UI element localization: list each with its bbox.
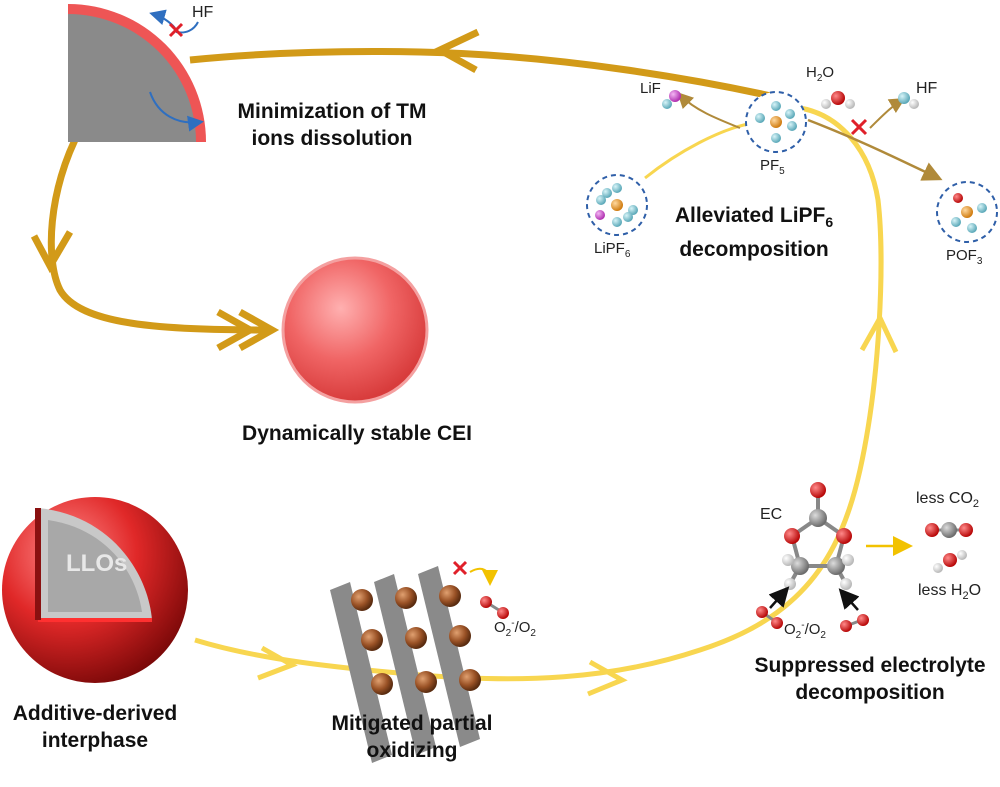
lipf6-to-pf5-path	[644, 122, 749, 180]
o2-ec-b: /O	[804, 621, 821, 638]
suppressed-electrolyte-label: Suppressed electrolyte decomposition	[740, 652, 1000, 706]
chevron-left-double-1	[216, 308, 258, 352]
hf-right-label: HF	[916, 80, 938, 97]
pf5-molecule	[755, 101, 797, 143]
less-h2o-tail: O	[968, 582, 982, 599]
pf5-sub: 5	[779, 166, 785, 177]
suppressed-electrolyte-line2: decomposition	[795, 681, 945, 704]
ec-atoms	[782, 482, 854, 590]
mitigated-oxidizing-label: Mitigated partial oxidizing	[312, 710, 512, 764]
lif-molecule	[662, 90, 681, 109]
llos-label: LLOs	[66, 550, 128, 577]
less-h2o-label: less H2O	[918, 582, 981, 602]
pf5-to-lif-arrow	[677, 92, 741, 129]
tm-dissolution-label: Minimization of TM ions dissolution	[218, 98, 446, 152]
cei-sphere	[281, 256, 429, 404]
h2o-molecule-bottom	[933, 550, 967, 573]
pf5-main: PF	[760, 157, 780, 174]
less-h2o-sub: 2	[962, 590, 969, 603]
chevron-lower-2	[587, 659, 628, 697]
lipf6-main: LiPF	[594, 240, 625, 257]
o2-ec-a: O	[784, 621, 796, 638]
less-co2-sub: 2	[972, 498, 980, 511]
yellow-arrow-oxygen	[469, 567, 498, 586]
o2-molecule-mid	[480, 596, 509, 619]
less-co2-label: less CO2	[916, 490, 979, 510]
o2-mid-a: O	[494, 619, 506, 636]
lipf6-label: LiPF6	[594, 240, 630, 260]
lif-label: LiF	[640, 80, 661, 97]
o2-mid-b: /O	[514, 619, 531, 636]
mitigated-oxidizing-line1: Mitigated partial	[331, 712, 493, 735]
tm-dissolution-line1: Minimization of TM	[237, 100, 427, 123]
hf-molecule	[898, 92, 919, 109]
pof3-main: POF	[946, 247, 977, 264]
co2-molecule	[925, 522, 973, 538]
h2o-to-hf-arrow	[869, 97, 906, 129]
h2o-sub: 2	[816, 73, 823, 84]
left-loop-path	[47, 128, 271, 334]
pof3-sub: 3	[976, 256, 983, 267]
additive-interphase-label: Additive-derived interphase	[0, 700, 190, 754]
h2o-main: H	[806, 64, 817, 81]
chevron-right-up	[859, 312, 899, 354]
upper-cycle-path	[189, 48, 781, 102]
h2o-label: H2O	[806, 64, 834, 84]
lipf6-sub: 6	[624, 249, 631, 260]
o2-ec-bsub: 2	[820, 630, 826, 641]
alleviated-lipf6-line1: Alleviated LiPF6	[648, 202, 860, 236]
o2-ec-asub: 2	[795, 630, 802, 641]
lower-cycle-path	[194, 105, 884, 682]
tm-particle	[68, 4, 206, 142]
hf-top-label: HF	[192, 4, 214, 21]
mitigated-oxidizing-line2: oxidizing	[366, 739, 458, 762]
layered-structure	[330, 566, 480, 763]
suppressed-electrolyte-line1: Suppressed electrolyte	[754, 654, 986, 677]
pof3-molecule	[951, 193, 987, 233]
h2o-tail: O	[822, 64, 835, 81]
alleviated-lipf6-sub: 6	[825, 214, 834, 231]
chevron-left-double-2	[238, 308, 280, 352]
o2-molecule-ec-left	[756, 606, 783, 629]
chevron-upper	[432, 28, 480, 74]
alleviated-lipf6-line2: decomposition	[679, 238, 829, 262]
cross-oxygen	[452, 560, 468, 576]
blue-arrow-inside	[149, 91, 204, 132]
pof3-label: POF3	[946, 247, 982, 267]
alleviated-lipf6-main: Alleviated LiPF	[674, 204, 826, 227]
black-arrow-left	[768, 586, 790, 609]
cross-hf-top	[168, 22, 184, 38]
additive-interphase-line2: interphase	[41, 729, 149, 752]
o2-mid-label: O2-/O2	[494, 618, 536, 639]
stable-cei-label: Dynamically stable CEI	[242, 422, 472, 445]
o2-molecule-ec-right	[840, 614, 869, 632]
copper-atoms	[351, 585, 481, 695]
o2-mid-asub: 2	[505, 628, 512, 639]
black-arrow-right	[838, 588, 860, 611]
o2-ec-label: O2-/O2	[784, 620, 826, 641]
lipf6-molecule	[595, 183, 638, 227]
alleviated-lipf6-label: Alleviated LiPF6 decomposition	[648, 202, 860, 263]
chevron-left-down	[30, 230, 74, 274]
o2-ec-asup: -	[801, 620, 805, 631]
ec-label: EC	[760, 506, 783, 523]
pf5-to-pof3-arrow	[807, 118, 943, 181]
llos-sphere	[2, 497, 188, 683]
cross-pof3	[850, 118, 868, 136]
chevron-lower-1	[257, 645, 298, 681]
additive-interphase-line1: Additive-derived	[12, 702, 178, 725]
tm-dissolution-line2: ions dissolution	[251, 127, 413, 150]
h2o-molecule-top	[821, 91, 855, 109]
less-h2o-main: less H	[918, 582, 963, 599]
o2-mid-asup: -	[511, 618, 515, 629]
pf5-label: PF5	[760, 157, 785, 177]
less-co2-main: less CO	[916, 490, 973, 507]
o2-mid-bsub: 2	[530, 628, 536, 639]
